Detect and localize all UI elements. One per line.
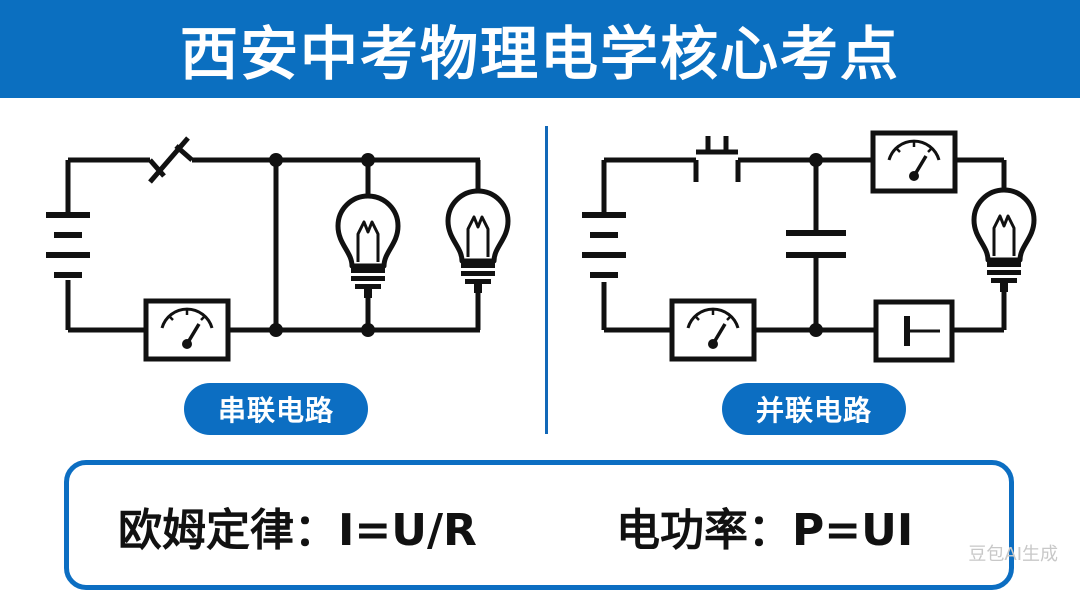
switch-icon [148,136,194,184]
capacitor-icon [786,230,846,258]
ohm-law-formula: 欧姆定律：I=U/R [118,505,477,556]
meter-icon [873,299,955,363]
battery-icon [46,212,90,278]
bulb-icon [338,196,398,298]
junction-dot [361,323,375,337]
junction-dot [361,153,375,167]
meter-icon [873,133,955,191]
meter-icon [672,301,754,359]
bulb-icon [974,190,1034,292]
battery-icon [582,212,626,278]
junction-dot [269,323,283,337]
meter-icon [146,301,228,359]
parallel-circuit [582,133,1034,363]
watermark: 豆包AI生成 [968,544,1058,565]
junction-dot [269,153,283,167]
junction-dot [809,153,823,167]
section-divider [545,126,548,434]
series-circuit-label: 串联电路 [184,383,368,435]
switch-icon [693,136,741,182]
bulb-icon [448,191,508,293]
power-formula: 电功率：P=UI [616,505,914,556]
junction-dot [809,323,823,337]
title-banner: 西安中考物理电学核心考点 [0,0,1080,98]
parallel-circuit-label: 并联电路 [722,383,906,435]
circuit-diagrams [46,0,1080,363]
page-title: 西安中考物理电学核心考点 [179,20,900,88]
series-circuit [46,136,508,359]
